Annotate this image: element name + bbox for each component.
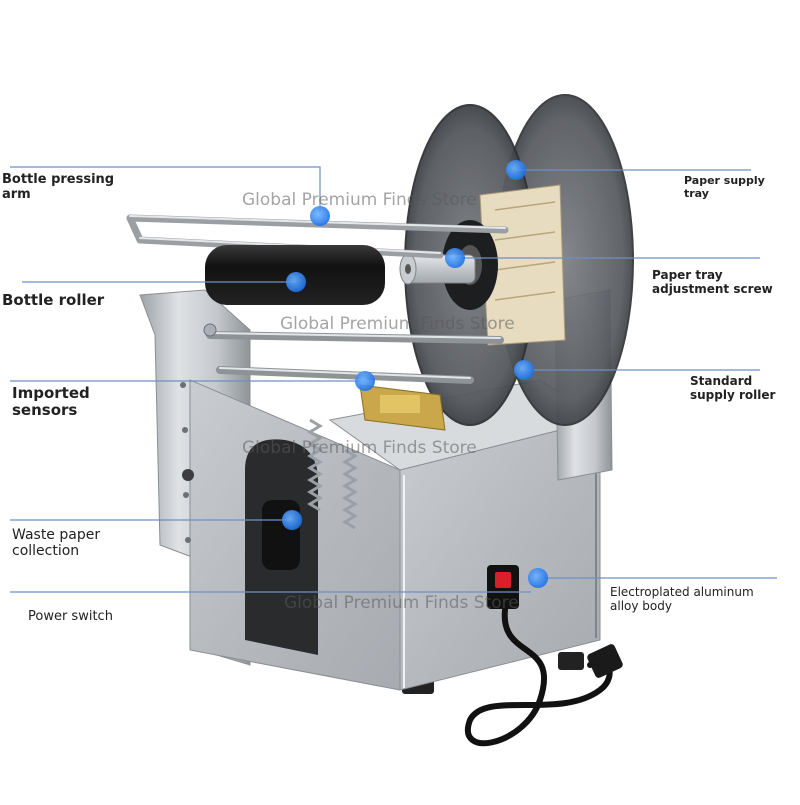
label-bottle-pressing-arm: Bottle pressing arm bbox=[2, 172, 115, 202]
callout-dot-electroplated-aluminum-alloy-body bbox=[528, 568, 548, 588]
label-power-switch: Power switch bbox=[28, 609, 113, 624]
power-cord bbox=[464, 607, 613, 747]
label-electroplated-aluminum-alloy-body: Electroplated aluminum alloy body bbox=[610, 585, 754, 613]
callout-dot-imported-sensors bbox=[355, 371, 375, 391]
label-bottle-roller: Bottle roller bbox=[2, 291, 105, 309]
tension-spring bbox=[307, 418, 358, 530]
power-plug bbox=[587, 644, 623, 678]
callout-lines bbox=[10, 166, 777, 593]
callout-dot-bottle-roller bbox=[286, 272, 306, 292]
callout-dot-paper-supply-tray bbox=[506, 160, 526, 180]
callout-dots bbox=[282, 160, 548, 588]
label-standard-supply-roller: Standard supply roller bbox=[690, 374, 776, 402]
callout-dot-waste-paper-collection bbox=[282, 510, 302, 530]
label-paper-tray-adjustment-screw: Paper tray adjustment screw bbox=[652, 268, 773, 296]
rubber-foot bbox=[558, 652, 584, 670]
label-paper-supply-tray: Paper supply tray bbox=[684, 174, 765, 200]
callout-dot-bottle-pressing-arm bbox=[310, 206, 330, 226]
label-waste-paper-collection: Waste paper collection bbox=[12, 527, 101, 560]
watermark: Global Premium Finds Store bbox=[242, 190, 477, 210]
watermark: Global Premium Finds Store bbox=[242, 438, 477, 458]
callout-dot-standard-supply-roller bbox=[514, 360, 534, 380]
watermark: Global Premium Finds Store bbox=[280, 314, 515, 334]
watermark: Global Premium Finds Store bbox=[284, 593, 519, 613]
callout-dot-paper-tray-adjustment-screw bbox=[445, 248, 465, 268]
label-imported-sensors: Imported sensors bbox=[12, 384, 90, 420]
power-switch-rocker bbox=[495, 572, 511, 588]
